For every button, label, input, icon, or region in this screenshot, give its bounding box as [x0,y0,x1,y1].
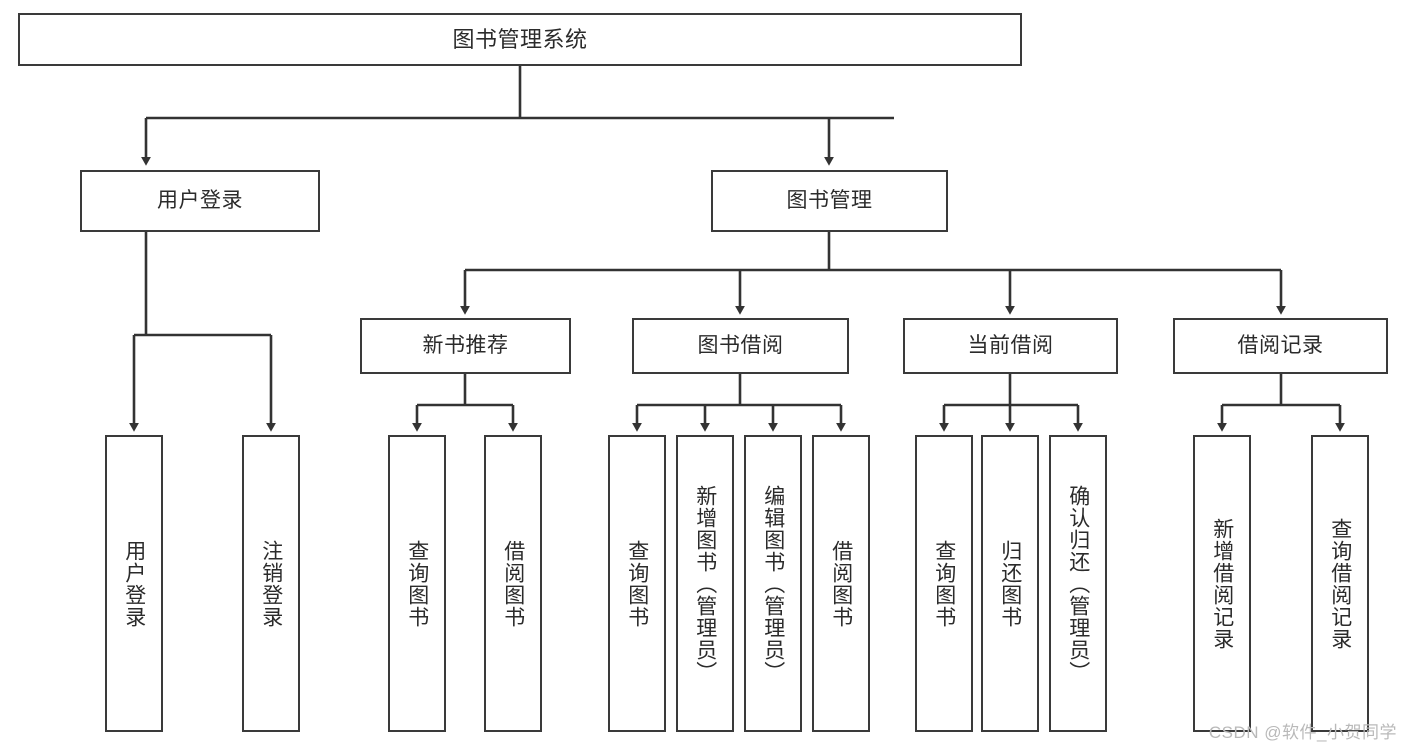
node-new-book-recommend[interactable]: 新书推荐 [360,318,571,374]
node-label: 当前借阅 [967,333,1054,357]
node-leaf-borrow-book-2[interactable]: 借阅图书 [812,435,870,732]
node-book-manage[interactable]: 图书管理 [711,170,948,232]
node-label: 用户登录 [157,188,243,212]
node-current-borrow[interactable]: 当前借阅 [903,318,1118,374]
node-label: 新书推荐 [422,333,509,357]
csdn-watermark: CSDN @软件_小贺同学 [1208,723,1397,742]
node-label: 新增借阅记录 [1210,517,1234,650]
node-leaf-return-book[interactable]: 归还图书 [981,435,1039,732]
node-label: 图书管理 [786,188,873,212]
node-label: 借阅记录 [1237,333,1324,357]
node-label: 新增图书（管理员） [693,484,717,683]
node-leaf-borrow-book-1[interactable]: 借阅图书 [484,435,542,732]
node-leaf-add-book[interactable]: 新增图书（管理员） [676,435,734,732]
node-leaf-query-record[interactable]: 查询借阅记录 [1311,435,1369,732]
node-leaf-confirm-return[interactable]: 确认归还（管理员） [1049,435,1107,732]
node-user-login[interactable]: 用户登录 [80,170,320,232]
node-leaf-query-book-3[interactable]: 查询图书 [915,435,973,732]
node-book-borrow[interactable]: 图书借阅 [632,318,849,374]
node-label: 注销登录 [259,539,283,628]
node-leaf-query-book-2[interactable]: 查询图书 [608,435,666,732]
node-label: 归还图书 [998,539,1022,628]
node-leaf-add-record[interactable]: 新增借阅记录 [1193,435,1251,732]
node-borrow-record[interactable]: 借阅记录 [1173,318,1388,374]
node-leaf-logout-login[interactable]: 注销登录 [242,435,300,732]
node-root-book-management-system[interactable]: 图书管理系统 [18,13,1022,66]
node-label: 查询图书 [625,539,649,628]
node-label: 用户登录 [122,539,146,628]
node-label: 借阅图书 [501,539,525,628]
node-label: 查询图书 [405,539,429,628]
node-label: 借阅图书 [829,539,853,628]
node-label: 确认归还（管理员） [1066,484,1090,683]
node-label: 图书管理系统 [452,26,588,52]
node-label: 图书借阅 [697,333,784,357]
node-label: 查询图书 [932,539,956,628]
node-leaf-edit-book[interactable]: 编辑图书（管理员） [744,435,802,732]
node-label: 查询借阅记录 [1328,517,1352,650]
node-leaf-query-book-1[interactable]: 查询图书 [388,435,446,732]
node-label: 编辑图书（管理员） [761,484,785,683]
node-leaf-user-login[interactable]: 用户登录 [105,435,163,732]
